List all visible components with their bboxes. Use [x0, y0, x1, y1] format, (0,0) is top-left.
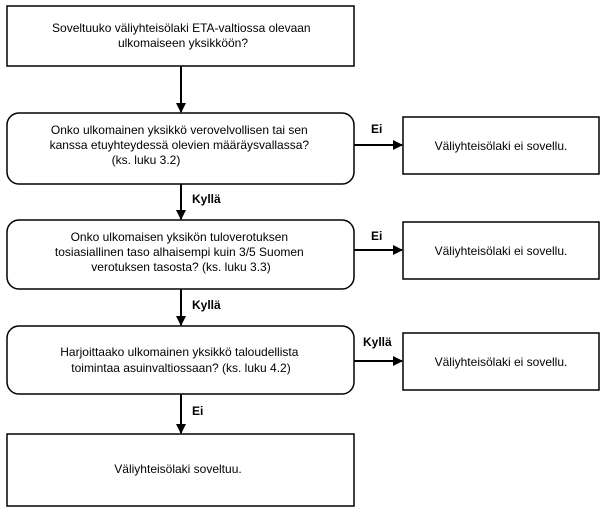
question-text-2: Onko ulkomainen yksikkö verovelvollisen …: [50, 123, 313, 167]
question-1-line-2: ulkomaiseen yksikköön?: [118, 36, 248, 50]
question-text-4: Harjoittaako ulkomainen yksikkö taloudel…: [60, 345, 301, 375]
result-box-2: [402, 221, 600, 280]
question-2-line-3: (ks. luku 3.2): [112, 153, 181, 167]
final-box: [6, 433, 355, 507]
question-box-4: [6, 325, 355, 395]
question-3-line-2: tosiasiallinen taso alhaisempi kuin 3/5 …: [55, 245, 304, 259]
edge-label-q2-r1: Ei: [371, 122, 382, 136]
edge-label-q3-q4: Kyllä: [192, 298, 221, 312]
result-text-3: Väliyhteisölaki ei sovellu.: [435, 355, 568, 369]
edge-label-q4-final: Ei: [192, 404, 203, 418]
question-4-line-2: toimintaa asuinvaltiossaan? (ks. luku 4.…: [71, 361, 290, 375]
edge-label-q3-r2: Ei: [371, 229, 382, 243]
result-box-1: [402, 116, 600, 175]
question-2-line-1: Onko ulkomainen yksikkö verovelvollisen …: [51, 123, 308, 137]
result-text-2: Väliyhteisölaki ei sovellu.: [435, 244, 568, 258]
question-4-line-1: Harjoittaako ulkomainen yksikkö taloudel…: [60, 345, 298, 359]
final-text: Väliyhteisölaki soveltuu.: [114, 462, 241, 476]
question-text-3: Onko ulkomaisen yksikön tuloverotuksen t…: [55, 230, 307, 274]
question-3-line-3: verotuksen tasosta? (ks. luku 3.3): [91, 260, 270, 274]
edge-label-q2-q3: Kyllä: [192, 192, 221, 206]
question-1-line-1: Soveltuuko väliyhteisölaki ETA-valtiossa…: [52, 21, 311, 35]
question-text-1: Soveltuuko väliyhteisölaki ETA-valtiossa…: [52, 21, 314, 50]
edge-label-q4-r3: Kyllä: [363, 335, 392, 349]
question-3-line-1: Onko ulkomaisen yksikön tuloverotuksen: [71, 230, 288, 244]
question-box-1: [6, 5, 355, 67]
result-box-3: [402, 332, 600, 391]
result-text-1: Väliyhteisölaki ei sovellu.: [435, 139, 568, 153]
question-2-line-2: kanssa etuyhteydessä olevien määräysvall…: [50, 138, 310, 152]
